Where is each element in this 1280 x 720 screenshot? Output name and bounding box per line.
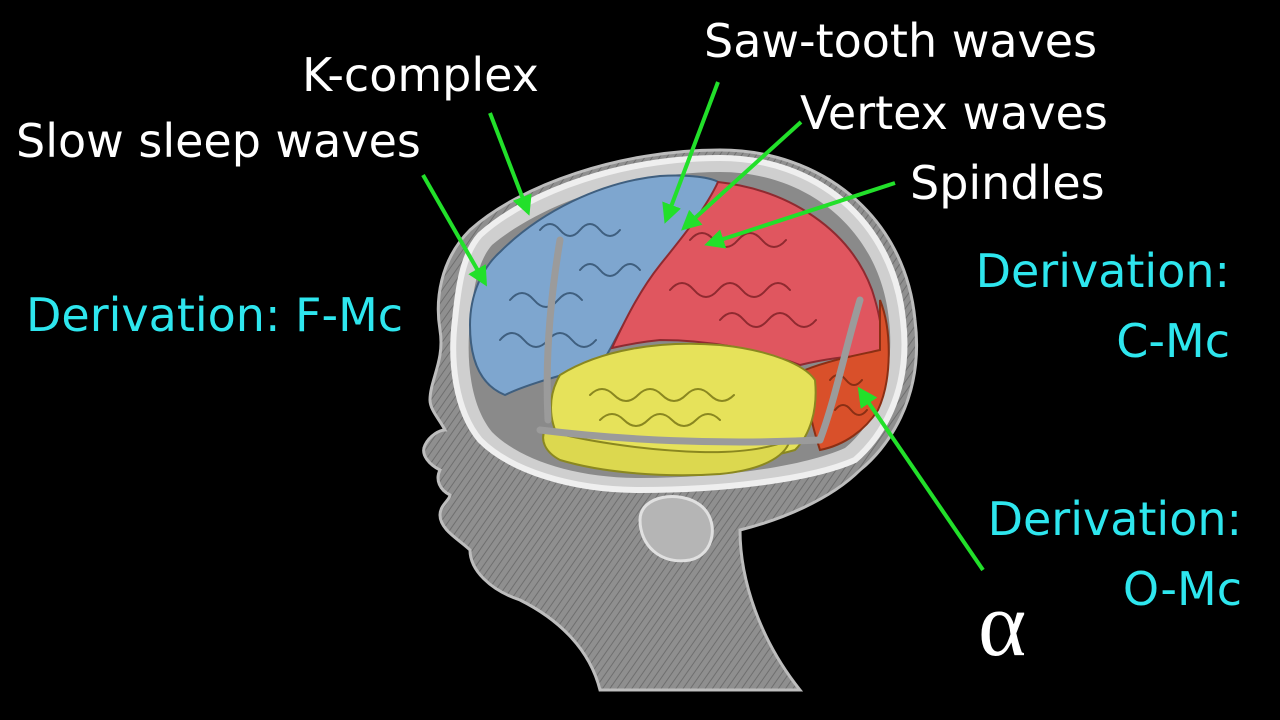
- label-spindles: Spindles: [910, 156, 1105, 210]
- annotation-arrows: [421, 81, 985, 572]
- label-derivation-central-2: C-Mc: [1116, 314, 1230, 368]
- arrow-k-complex: [488, 112, 532, 216]
- label-derivation-frontal: Derivation: F-Mc: [26, 288, 404, 342]
- arrow-vertex-waves: [681, 120, 803, 231]
- label-saw-tooth-waves: Saw-tooth waves: [704, 14, 1098, 68]
- label-slow-sleep-waves: Slow sleep waves: [16, 114, 421, 168]
- label-alpha: α: [978, 573, 1027, 675]
- lower-temporal: [542, 428, 792, 477]
- label-vertex-waves: Vertex waves: [800, 86, 1108, 140]
- label-derivation-occipital-1: Derivation:: [987, 492, 1242, 546]
- arrow-slow-sleep-waves: [421, 174, 487, 287]
- gyri-lines: [499, 223, 868, 427]
- meninges-lines: [536, 236, 864, 446]
- arrow-spindles: [704, 181, 896, 249]
- arrow-alpha: [857, 386, 985, 572]
- arrow-saw-tooth-waves: [662, 81, 720, 224]
- label-derivation-central-1: Derivation:: [975, 244, 1230, 298]
- label-k-complex: K-complex: [302, 48, 539, 102]
- ear: [638, 495, 714, 563]
- label-derivation-occipital-2: O-Mc: [1122, 562, 1242, 616]
